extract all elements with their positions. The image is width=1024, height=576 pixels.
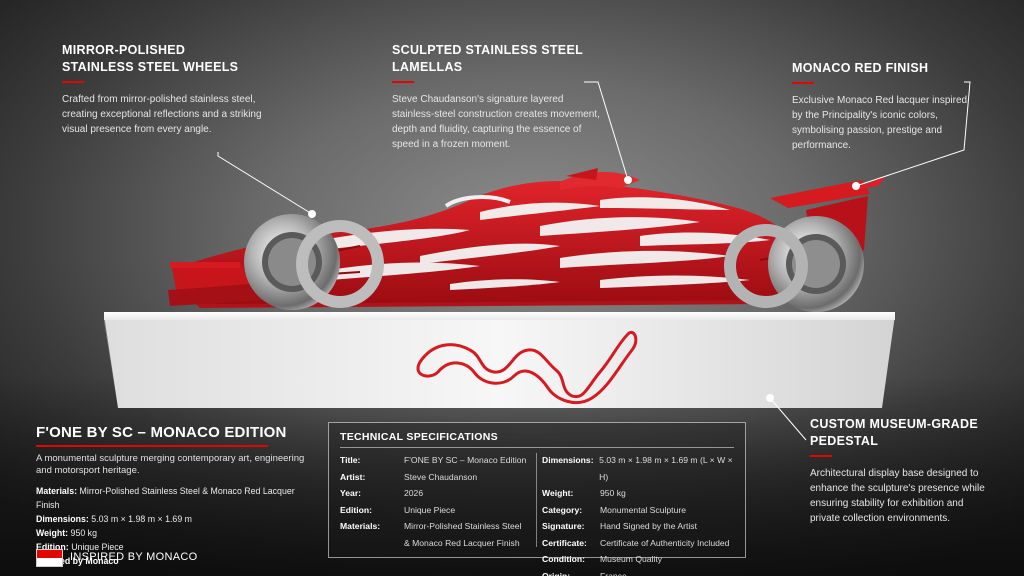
spec-row: Signature:Hand Signed by the Artist bbox=[542, 521, 697, 531]
callout-finish-title: MONACO RED FINISH bbox=[792, 61, 929, 75]
rear-wheel bbox=[724, 216, 864, 312]
spec-row: Year:2026 bbox=[340, 488, 424, 498]
intro-edition: Edition: Unique Piece bbox=[36, 542, 124, 552]
accent-rule bbox=[392, 81, 414, 83]
callout-finish: MONACO RED FINISH Exclusive Monaco Red l… bbox=[792, 60, 972, 153]
intro-panel: F'ONE BY SC – MONACO EDITION A monumenta… bbox=[36, 424, 316, 566]
callout-pedestal-body: Architectural display base designed to e… bbox=[810, 468, 985, 524]
car-sculpture bbox=[168, 168, 886, 308]
accent-rule bbox=[62, 81, 84, 83]
callout-wheels-body: Crafted from mirror-polished stainless s… bbox=[62, 94, 262, 135]
intro-title: F'ONE BY SC – MONACO EDITION bbox=[36, 424, 287, 441]
pedestal bbox=[104, 312, 895, 408]
monaco-flag-icon bbox=[36, 549, 63, 567]
callout-lamellas-body: Steve Chaudanson's signature layered sta… bbox=[392, 94, 600, 150]
spec-row: Category:Monumental Sculpture bbox=[542, 504, 686, 515]
accent-rule bbox=[36, 445, 268, 447]
intro-tagline: A monumental sculpture merging contempor… bbox=[36, 453, 305, 476]
intro-weight: Weight: 950 kg bbox=[36, 528, 97, 538]
spec-row: Origin:France bbox=[542, 570, 627, 576]
flag-label: INSPIRED BY MONACO bbox=[70, 551, 198, 563]
floor-shadow bbox=[0, 376, 1024, 576]
front-wheel bbox=[244, 214, 384, 310]
spec-row-continued: & Monaco Red Lacquer Finish bbox=[404, 537, 520, 548]
callout-finish-body: Exclusive Monaco Red lacquer inspired by… bbox=[792, 95, 968, 151]
spec-row: Weight:950 kg bbox=[542, 488, 626, 498]
intro-dimensions: Dimensions: 5.03 m × 1.98 m × 1.69 m bbox=[36, 514, 192, 524]
flag-top-band bbox=[37, 550, 62, 558]
spec-row: Edition:Unique Piece bbox=[340, 504, 456, 515]
intro-inspired: Inspired by Monaco bbox=[36, 556, 119, 566]
intro-materials: Materials: Mirror-Polished Stainless Ste… bbox=[36, 486, 295, 510]
specs-column-divider bbox=[536, 453, 537, 547]
spec-row: Title:F'ONE BY SC – Monaco Edition bbox=[340, 455, 527, 465]
spec-row: Artist:Steve Chaudanson bbox=[340, 471, 478, 482]
specs-divider bbox=[340, 447, 734, 448]
spec-row: Materials:Mirror-Polished Stainless Stee… bbox=[340, 521, 522, 531]
technical-specifications: TECHNICAL SPECIFICATIONS Title:F'ONE BY … bbox=[328, 422, 746, 576]
spec-row: Condition:Museum Quality bbox=[542, 554, 663, 564]
spec-row: Dimensions:5.03 m × 1.98 m × 1.69 m (L ×… bbox=[542, 455, 733, 482]
specs-title: TECHNICAL SPECIFICATIONS bbox=[340, 431, 498, 443]
spec-row: Certificate:Certificate of Authenticity … bbox=[542, 537, 730, 548]
specs-left-column: Title:F'ONE BY SC – Monaco Edition Artis… bbox=[340, 452, 535, 551]
flag-bottom-band bbox=[37, 558, 62, 566]
monaco-circuit-outline bbox=[416, 331, 638, 404]
accent-rule bbox=[810, 455, 832, 457]
accent-rule bbox=[792, 82, 814, 84]
specs-right-column: Dimensions:5.03 m × 1.98 m × 1.69 m (L ×… bbox=[542, 452, 742, 576]
